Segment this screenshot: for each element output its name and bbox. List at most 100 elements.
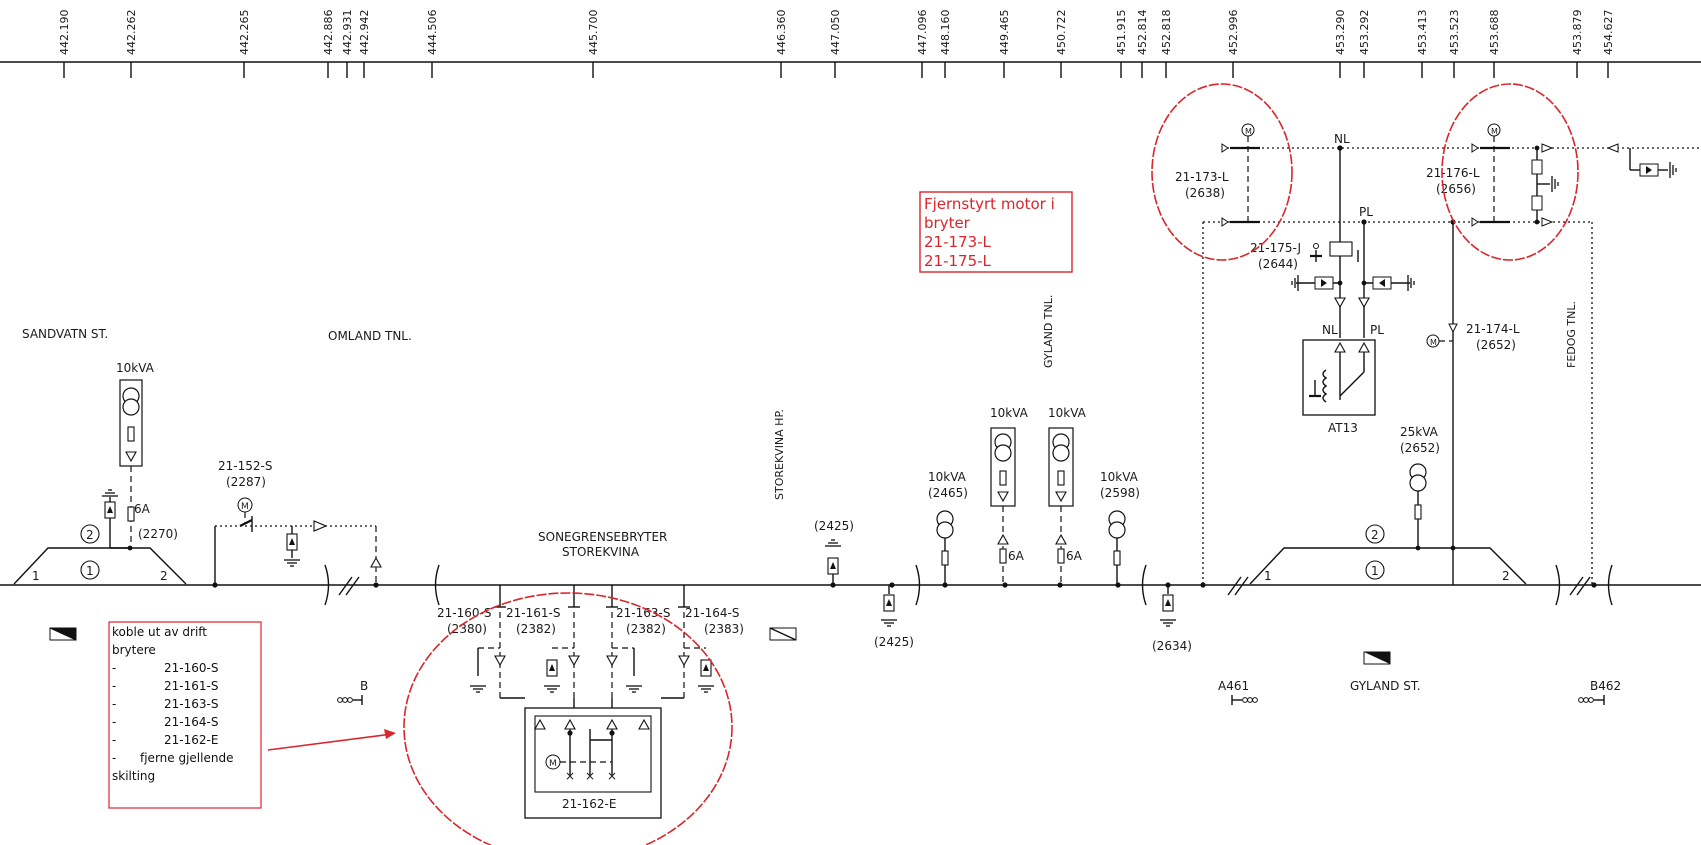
switch-21-175-J: 21-175-J (2644) bbox=[1250, 241, 1415, 308]
tunnel-label-gyland: GYLAND TNL. bbox=[1042, 295, 1055, 368]
km-label: 452.996 bbox=[1227, 10, 1240, 56]
sandvatn-station: SANDVATN ST. 1 1 2 2 10kVA 6A (2270) bbox=[13, 327, 187, 585]
motor-letter: M bbox=[241, 502, 249, 512]
transformer-id: (2598) bbox=[1100, 486, 1140, 500]
km-label: 453.413 bbox=[1416, 10, 1429, 56]
platform-circle bbox=[80, 560, 100, 580]
track-number: 1 bbox=[1264, 569, 1272, 583]
switch-id: (2652) bbox=[1476, 338, 1516, 352]
switch-21-152-S: 21-152-S (2287) M bbox=[214, 459, 382, 585]
km-label: 442.931 bbox=[341, 10, 354, 56]
note-item: 21-161-S bbox=[164, 679, 218, 693]
switch-label: 21-160-S bbox=[437, 606, 491, 620]
arrester-id: (2425) bbox=[814, 519, 854, 533]
storekvina-halt: STOREKVINA HP. (2425) (2425) bbox=[773, 409, 914, 649]
markup-cloud-zone-switch bbox=[403, 592, 733, 845]
note-line: Fjernstyrt motor i bbox=[924, 195, 1055, 213]
transformer-rating: 10kVA bbox=[1100, 470, 1139, 484]
note-arrowhead bbox=[384, 729, 396, 739]
switch-id: (2287) bbox=[226, 475, 266, 489]
km-label: 450.722 bbox=[1055, 10, 1068, 56]
transformer-icon bbox=[936, 510, 954, 539]
note-heading: brytere bbox=[112, 643, 156, 657]
main-contact-line bbox=[0, 545, 1701, 606]
km-label: 442.262 bbox=[125, 10, 138, 56]
at-label-nl: NL bbox=[1322, 323, 1338, 337]
switch-label: 21-161-S bbox=[506, 606, 560, 620]
gyland-feeders: NL PL M 21-173-L (2638) 21-175-J (2644) bbox=[1175, 123, 1701, 585]
note-heading: koble ut av drift bbox=[112, 625, 207, 639]
switch-id: (2638) bbox=[1185, 186, 1225, 200]
km-label: 442.190 bbox=[58, 10, 71, 56]
platform-circle bbox=[80, 524, 100, 544]
feeder-label-pl: PL bbox=[1359, 205, 1373, 219]
switch-label: 21-174-L bbox=[1466, 322, 1520, 336]
km-label: 453.688 bbox=[1488, 10, 1501, 56]
km-label: 448.160 bbox=[939, 10, 952, 56]
zone-switch-subtitle: STOREKVINA bbox=[562, 545, 640, 559]
arrester-id: (2425) bbox=[874, 635, 914, 649]
track-number: 2 bbox=[160, 569, 168, 583]
switch-id: (2382) bbox=[516, 622, 556, 636]
signal-b: B bbox=[337, 679, 368, 705]
switch-21-173-L: M 21-173-L (2638) bbox=[1175, 123, 1260, 227]
motor-letter: M bbox=[1491, 127, 1498, 136]
note-item-dash: - bbox=[112, 715, 116, 729]
note-item: 21-162-E bbox=[164, 733, 218, 747]
note-tail: fjerne gjellende bbox=[140, 751, 233, 765]
gyland-tunnel: GYLAND TNL. bbox=[1042, 295, 1055, 368]
km-label: 445.700 bbox=[587, 10, 600, 56]
transformer-id: (2270) bbox=[138, 527, 178, 541]
transformer-2652: 25kVA (2652) bbox=[1400, 425, 1440, 548]
switch-contact-x: × bbox=[607, 769, 617, 783]
switch-21-174-L: M 21-174-L (2652) bbox=[1426, 322, 1520, 352]
switch-contact-x: × bbox=[585, 769, 595, 783]
section-insulators bbox=[324, 564, 1613, 606]
note-item: 21-160-S bbox=[164, 661, 218, 675]
switch-21-176-L: M 21-176-L (2656) bbox=[1426, 123, 1677, 227]
tunnel-label-fedog: FEDOG TNL. bbox=[1565, 301, 1578, 368]
transformer-rating: 10kVA bbox=[990, 406, 1029, 420]
note-line: 21-175-L bbox=[924, 252, 992, 270]
switch-label: 21-163-S bbox=[616, 606, 670, 620]
switch-id: (2380) bbox=[447, 622, 487, 636]
km-label: 453.523 bbox=[1448, 10, 1461, 56]
motor-letter: M bbox=[1245, 127, 1252, 136]
fuse-rating: 6A bbox=[1066, 549, 1083, 563]
note-tail: skilting bbox=[112, 769, 155, 783]
km-label: 452.818 bbox=[1160, 10, 1173, 56]
earthing-switch-label: 21-162-E bbox=[562, 797, 616, 811]
at-name: AT13 bbox=[1328, 421, 1358, 435]
switch-label: 21-173-L bbox=[1175, 170, 1229, 184]
note-item: 21-164-S bbox=[164, 715, 218, 729]
switch-label: 21-164-S bbox=[685, 606, 739, 620]
zone-switch-title: SONEGRENSEBRYTER bbox=[538, 530, 667, 544]
km-label: 442.886 bbox=[322, 10, 335, 56]
halt-label-storekvina: STOREKVINA HP. bbox=[773, 409, 786, 500]
switch-contact-x: × bbox=[565, 769, 575, 783]
transformer-icon bbox=[1108, 510, 1126, 539]
switch-id: (2644) bbox=[1258, 257, 1298, 271]
fuse-icon bbox=[127, 426, 135, 442]
note-line: bryter bbox=[924, 214, 971, 232]
transformer-box-3: 10kVA 6A bbox=[1048, 406, 1087, 585]
note-items: -21-160-S-21-161-S-21-163-S-21-164-S-21-… bbox=[112, 661, 218, 747]
note-line: 21-173-L bbox=[924, 233, 992, 251]
km-label: 447.050 bbox=[829, 10, 842, 56]
motor-letter: M bbox=[1430, 338, 1437, 347]
markup-cloud-173 bbox=[1151, 83, 1293, 261]
km-label: 454.627 bbox=[1602, 10, 1615, 56]
station-label-sandvatn: SANDVATN ST. bbox=[22, 327, 108, 341]
note-decommission: koble ut av drift brytere - 21-160-S - 21-1… bbox=[108, 621, 396, 809]
note-item-dash: - bbox=[112, 697, 116, 711]
platform-number: 2 bbox=[1371, 528, 1379, 542]
markup-cloud-176 bbox=[1441, 83, 1579, 261]
signal-label: B bbox=[360, 679, 368, 693]
switch-id: (2383) bbox=[704, 622, 744, 636]
revision-cloud bbox=[1151, 83, 1293, 261]
revision-cloud bbox=[403, 592, 733, 845]
note-item-dash: - bbox=[112, 661, 116, 675]
platform-number: 1 bbox=[1371, 564, 1379, 578]
at-label-pl: PL bbox=[1370, 323, 1384, 337]
transformer-rating: 10kVA bbox=[1048, 406, 1087, 420]
